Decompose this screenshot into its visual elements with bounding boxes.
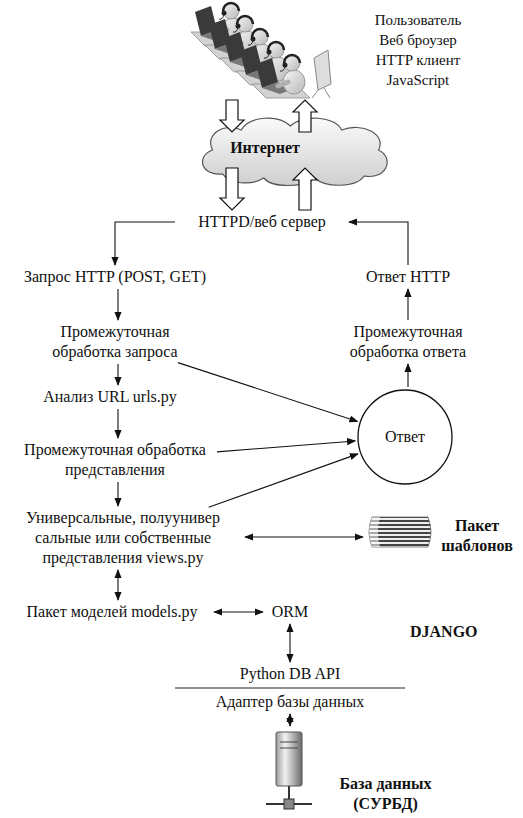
- server-slot: [280, 742, 298, 743]
- flow-arrow: [117, 364, 118, 385]
- server-tower: [276, 732, 302, 786]
- node-text: Анализ URL urls.py: [30, 387, 190, 407]
- node-text: Промежуточная обработка запроса: [35, 322, 195, 362]
- node-text: Универсальные, полуунивер сальные или со…: [3, 508, 243, 568]
- node-text: База данных (СУРБД): [328, 774, 443, 814]
- response-middleware: Промежуточная обработка ответа: [328, 322, 488, 362]
- views-box: Универсальные, полуунивер сальные или со…: [3, 508, 243, 568]
- flow-arrow: [349, 222, 408, 265]
- node-text: Пользователь Веб броузер HTTP клиент Jav…: [362, 10, 474, 90]
- node-text: Ответ HTTP: [358, 267, 458, 287]
- flow-arrow: [117, 289, 118, 320]
- db-api-box: Python DB API Адаптер базы данных: [190, 664, 390, 712]
- url-dispatch: Анализ URL urls.py: [30, 387, 190, 407]
- node-text: HTTPD/веб сервер: [177, 212, 347, 232]
- node-text: Адаптер базы данных: [190, 692, 390, 712]
- node-text: Интернет: [210, 138, 320, 158]
- database-node: База данных (СУРБД): [262, 728, 452, 816]
- request-middleware: Промежуточная обработка запроса: [35, 322, 195, 362]
- circle-shape: [358, 390, 452, 484]
- flow-arrow: [289, 714, 290, 726]
- templates-stack: [369, 517, 431, 547]
- node-text: Промежуточная обработка представления: [15, 440, 215, 480]
- network-wire: [288, 786, 290, 800]
- node-text: Промежуточная обработка ответа: [328, 322, 488, 362]
- chair-legs: [312, 88, 330, 98]
- flow-arrow: [289, 624, 290, 662]
- user-figure: [252, 55, 310, 98]
- users-illustration: [191, 3, 331, 98]
- node-text: Пакет шаблонов: [437, 516, 517, 556]
- view-middleware: Промежуточная обработка представления: [15, 440, 215, 480]
- http-response: Ответ HTTP: [358, 267, 458, 287]
- network-hub: [284, 799, 294, 809]
- flow-arrow: [407, 289, 408, 320]
- flow-arrow: [117, 482, 118, 506]
- flow-arrow: [115, 222, 175, 265]
- orm-box: ORM: [265, 602, 315, 622]
- templates-package: Пакет шаблонов: [365, 512, 515, 562]
- database-icon: [266, 732, 312, 809]
- user-node: Пользователь Веб броузер HTTP клиент Jav…: [190, 2, 510, 98]
- separator-line: [175, 687, 405, 688]
- block-arrow: [220, 100, 244, 132]
- block-arrow: [293, 168, 317, 210]
- cloud-shape: [203, 118, 388, 185]
- server-slot: [280, 748, 298, 749]
- node-text: Пакет моделей models.py: [12, 602, 212, 622]
- flow-arrow: [117, 409, 118, 438]
- node-text: Ответ: [357, 427, 453, 447]
- flow-arrow: [117, 570, 118, 600]
- templates-shine: [369, 517, 380, 547]
- response-circle: Ответ: [357, 389, 453, 485]
- web-server: HTTPD/веб сервер: [177, 212, 347, 232]
- block-arrow: [220, 168, 244, 210]
- flow-arrow: [245, 536, 363, 537]
- node-text: Python DB API: [190, 664, 390, 684]
- flow-arrow: [178, 363, 358, 422]
- framework-name: DJANGO: [410, 622, 478, 642]
- templates-icon: [369, 517, 431, 547]
- flow-arrow: [217, 441, 355, 452]
- block-arrow: [293, 100, 317, 132]
- flow-arrow: [214, 611, 263, 612]
- chair-back: [314, 50, 331, 90]
- models-package: Пакет моделей models.py: [12, 602, 212, 622]
- node-text: ORM: [265, 602, 315, 622]
- connector-group: [115, 100, 408, 726]
- flow-arrow: [407, 364, 408, 387]
- http-request: Запрос HTTP (POST, GET): [15, 267, 215, 287]
- internet-cloud: Интернет: [192, 112, 397, 188]
- flow-arrow: [209, 454, 358, 507]
- node-text: Запрос HTTP (POST, GET): [15, 267, 215, 287]
